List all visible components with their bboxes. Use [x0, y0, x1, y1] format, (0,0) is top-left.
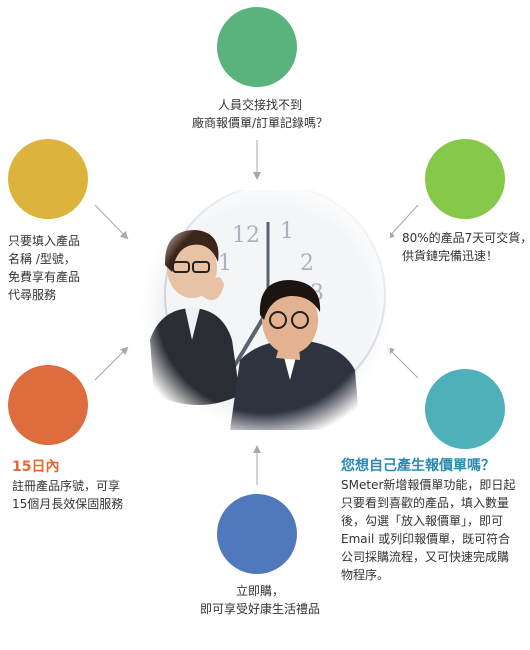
circle-top — [217, 7, 297, 87]
arrow-lower-left — [94, 346, 129, 381]
circle-lower-right — [425, 369, 505, 449]
upper-right-caption-line: 供貨鏈完備迅速！ — [402, 249, 499, 263]
upper-left-caption: 只要填入產品 名稱 /型號， 免費享有產品 代尋服務 — [8, 232, 80, 304]
central-photo: 12 1 2 3 5 6 7 10 11 — [140, 184, 390, 430]
upper-right-caption: 80%的產品7天可交貨， 供貨鏈完備迅速！ — [402, 229, 530, 265]
lower-left-caption-line: 註冊產品序號，可享 — [12, 479, 121, 493]
lower-right-caption-line: 物程序。 — [341, 568, 390, 582]
top-caption: 人員交接找不到 廠商報價單/訂單記錄嗎？ — [180, 96, 340, 132]
lower-right-caption-line: 公司採購流程，又可快速完成購 — [341, 550, 510, 564]
lower-right-caption-line: SMeter新增報價單功能，即日起 — [341, 478, 516, 492]
lower-right-caption-line: 後，勾選「放入報價單」，即可 — [341, 514, 504, 528]
bottom-caption-line: 即可享受好康生活禮品 — [199, 602, 320, 616]
arrow-upper-left — [94, 204, 129, 240]
lower-left-caption: 15日內 註冊產品序號，可享 15個月長效保固服務 — [12, 457, 123, 513]
clock-and-people-illustration: 12 1 2 3 5 6 7 10 11 — [140, 184, 390, 430]
bottom-caption: 立即購， 即可享受好康生活禮品 — [180, 582, 340, 618]
circle-upper-right — [425, 139, 505, 219]
upper-left-caption-line: 只要填入產品 — [8, 234, 81, 248]
arrow-lower-right — [386, 346, 419, 379]
circle-bottom — [217, 494, 297, 574]
lower-right-caption-line: 只要看到喜歡的產品，填入數量 — [341, 496, 510, 510]
lower-right-caption-line: Email 或列印報價單，既可符合 — [341, 532, 511, 546]
upper-left-caption-line: 免費享有產品 — [8, 270, 81, 284]
circle-upper-left — [8, 139, 88, 219]
top-caption-line: 人員交接找不到 — [217, 98, 302, 112]
upper-left-caption-line: 代尋服務 — [8, 288, 57, 302]
upper-right-caption-line: 80%的產品7天可交貨， — [402, 231, 530, 245]
lower-right-caption: 您想自己產生報價單嗎？ SMeter新增報價單功能，即日起 只要看到喜歡的產品，… — [341, 456, 515, 584]
lower-left-headline: 15日內 — [12, 459, 60, 475]
lower-right-headline: 您想自己產生報價單嗎？ — [341, 458, 495, 474]
circle-lower-left — [8, 365, 88, 445]
arrow-upper-right — [386, 204, 419, 240]
top-caption-line: 廠商報價單/訂單記錄嗎？ — [191, 116, 329, 130]
lower-left-caption-line: 15個月長效保固服務 — [12, 497, 124, 511]
upper-left-caption-line: 名稱 /型號， — [8, 252, 76, 266]
bottom-caption-line: 立即購， — [235, 584, 284, 598]
